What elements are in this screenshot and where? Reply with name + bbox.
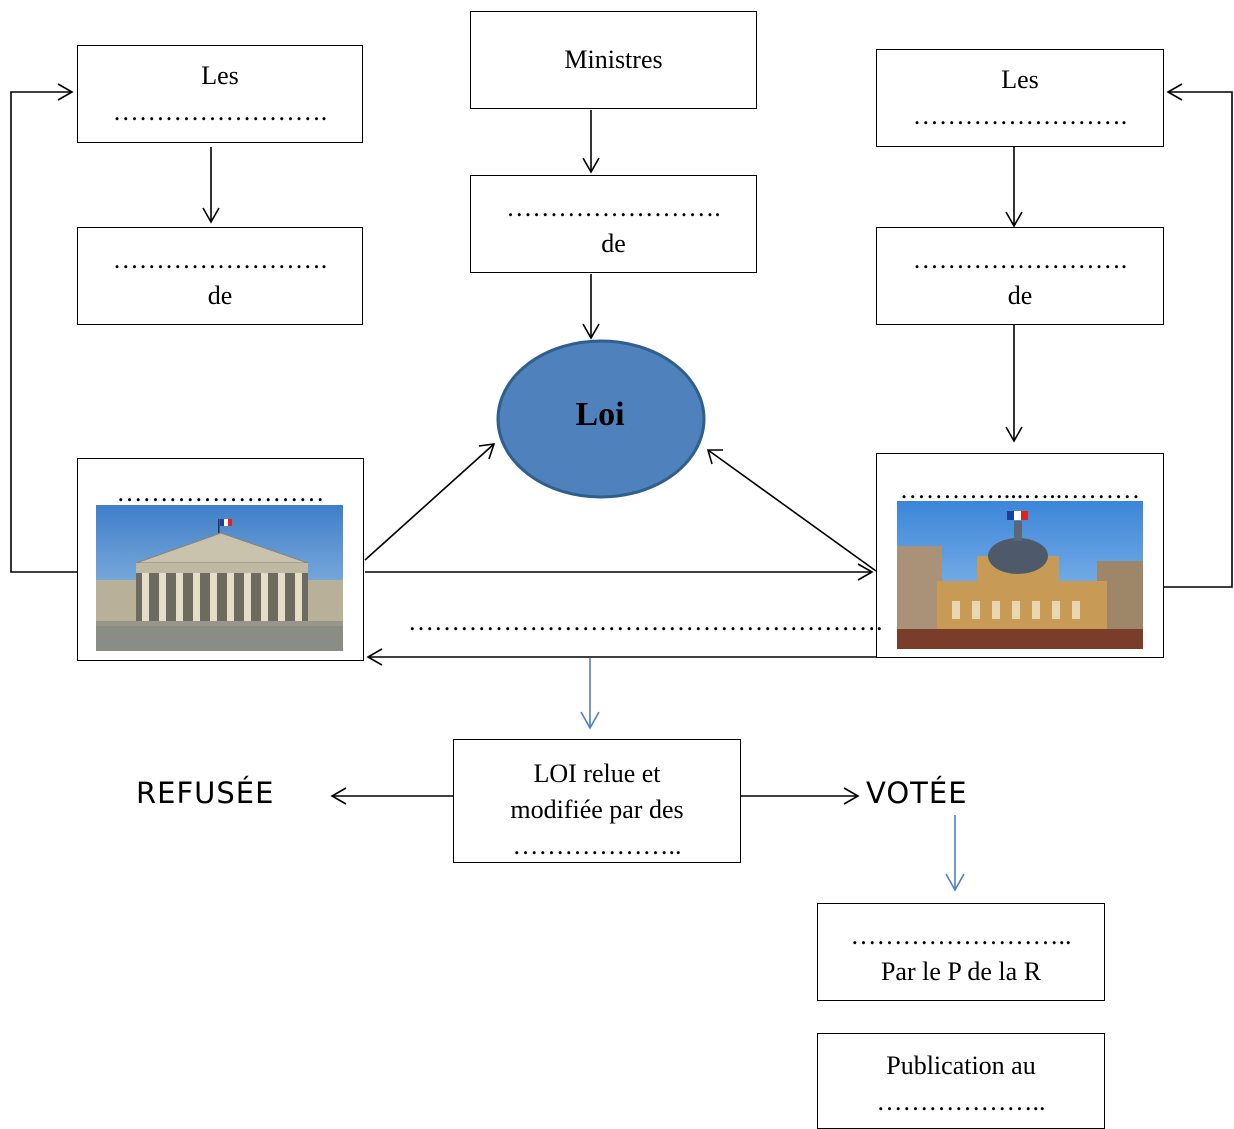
senat-palais-luxembourg-photo: [897, 501, 1143, 649]
senators-proposal-box: ……………………. de: [876, 227, 1164, 325]
senators-box: Les …………………….: [876, 49, 1164, 147]
navette-label: ……………………………………………….: [408, 607, 883, 636]
publication-box: Publication au ………………..: [817, 1033, 1105, 1129]
promulgation-box: …………………….. Par le P de la R: [817, 903, 1105, 1001]
refusee-label: REFUSÉE: [136, 776, 275, 810]
ministres-box: Ministres: [470, 11, 757, 109]
left-loop-arrow: [10, 91, 77, 573]
assemblee-nationale-photo: [96, 505, 343, 651]
deputies-proposal-box: ……………………. de: [77, 227, 363, 325]
loi-review-box: LOI relue et modifiée par des ………………..: [453, 739, 741, 863]
projet-box: ……………………. de: [470, 175, 757, 273]
deputies-box: Les …………………….: [77, 45, 363, 143]
votee-label: VOTÉE: [866, 776, 968, 810]
loi-label: Loi: [575, 396, 625, 433]
loi-ellipse: [496, 339, 706, 499]
right-loop-arrow: [1163, 91, 1233, 588]
